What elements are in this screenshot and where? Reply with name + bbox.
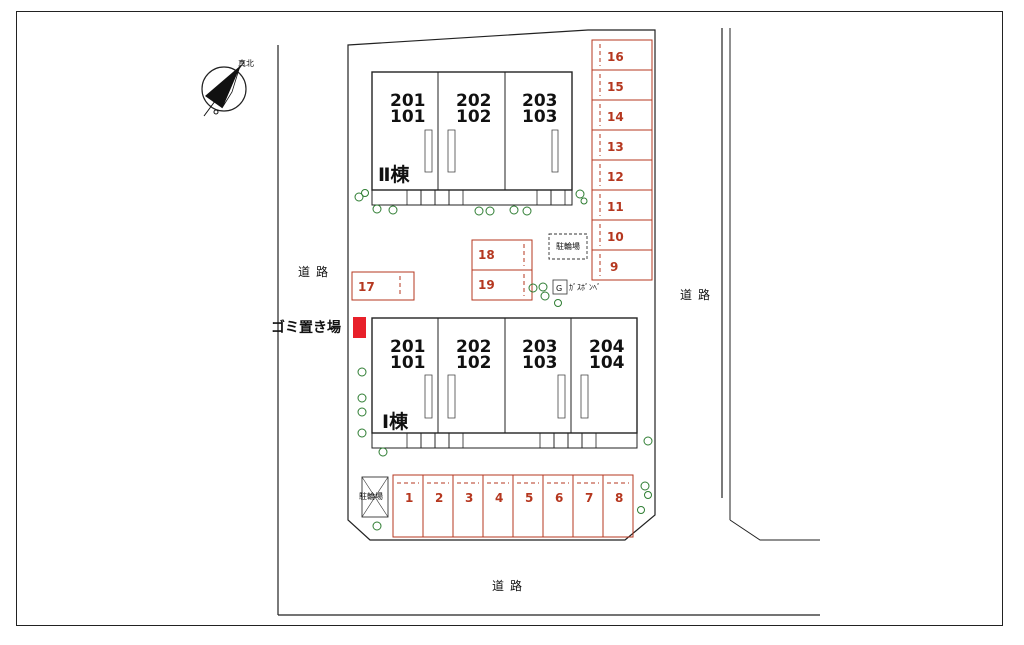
parking-middle	[471, 239, 533, 301]
bicycle-parking-north-label: 駐輪場	[556, 241, 580, 251]
building-2	[371, 71, 573, 206]
b2-unit-2-lower: 102	[456, 107, 492, 127]
parking-7: 7	[585, 491, 593, 505]
parking-south-row	[392, 474, 634, 538]
parking-3: 3	[465, 491, 473, 505]
b2-unit-3-lower: 103	[522, 107, 558, 127]
parking-17: 17	[358, 280, 375, 294]
b1-unit-4-lower: 104	[589, 353, 625, 373]
compass-label: 真北	[238, 58, 254, 68]
b1-unit-3-lower: 103	[522, 353, 558, 373]
garbage-area-marker	[353, 317, 366, 338]
tree-icons	[354, 189, 653, 531]
parking-5: 5	[525, 491, 533, 505]
bicycle-parking-north	[548, 233, 588, 260]
parking-4: 4	[495, 491, 503, 505]
b2-unit-1-upper: 201	[390, 91, 426, 111]
parking-east-column	[591, 39, 653, 281]
building-1	[371, 317, 638, 449]
parking-16: 16	[607, 50, 624, 64]
b2-unit-1-lower: 101	[390, 107, 426, 127]
building-2-label: Ⅱ棟	[378, 163, 411, 186]
road-label-south: 道路	[492, 578, 528, 593]
parking-8: 8	[615, 491, 623, 505]
bicycle-parking-south	[361, 476, 389, 518]
b2-unit-2-upper: 202	[456, 91, 492, 111]
road-label-west: 道路	[298, 264, 334, 279]
property-boundary	[347, 29, 656, 541]
parking-11: 11	[607, 200, 624, 214]
parking-14: 14	[607, 110, 624, 124]
parking-15: 15	[607, 80, 624, 94]
parking-10: 10	[607, 230, 624, 244]
parking-19: 19	[478, 278, 495, 292]
gas-mark: G	[556, 284, 562, 293]
east-road-corner	[729, 519, 820, 541]
site-plan-frame	[16, 11, 1003, 626]
road-label-east: 道路	[680, 287, 716, 302]
b1-unit-3-upper: 203	[522, 337, 558, 357]
parking-13: 13	[607, 140, 624, 154]
parking-1: 1	[405, 491, 413, 505]
parking-9: 9	[610, 260, 618, 274]
parking-18: 18	[478, 248, 495, 262]
b1-unit-1-upper: 201	[390, 337, 426, 357]
garbage-area-label: ゴミ置き場	[271, 319, 341, 336]
north-arrow-icon	[201, 61, 247, 117]
gas-cylinder-icon: G	[552, 279, 568, 295]
bicycle-parking-south-label: 駐輪場	[359, 491, 383, 501]
b1-unit-2-upper: 202	[456, 337, 492, 357]
parking-17-slot	[351, 271, 415, 301]
parking-2: 2	[435, 491, 443, 505]
b1-unit-1-lower: 101	[390, 353, 426, 373]
parking-12: 12	[607, 170, 624, 184]
building-1-label: Ⅰ棟	[382, 410, 409, 433]
b2-unit-3-upper: 203	[522, 91, 558, 111]
b1-unit-2-lower: 102	[456, 353, 492, 373]
parking-6: 6	[555, 491, 563, 505]
gas-label: ｶﾞｽﾎﾞﾝﾍﾞ	[569, 283, 601, 292]
b1-unit-4-upper: 204	[589, 337, 625, 357]
